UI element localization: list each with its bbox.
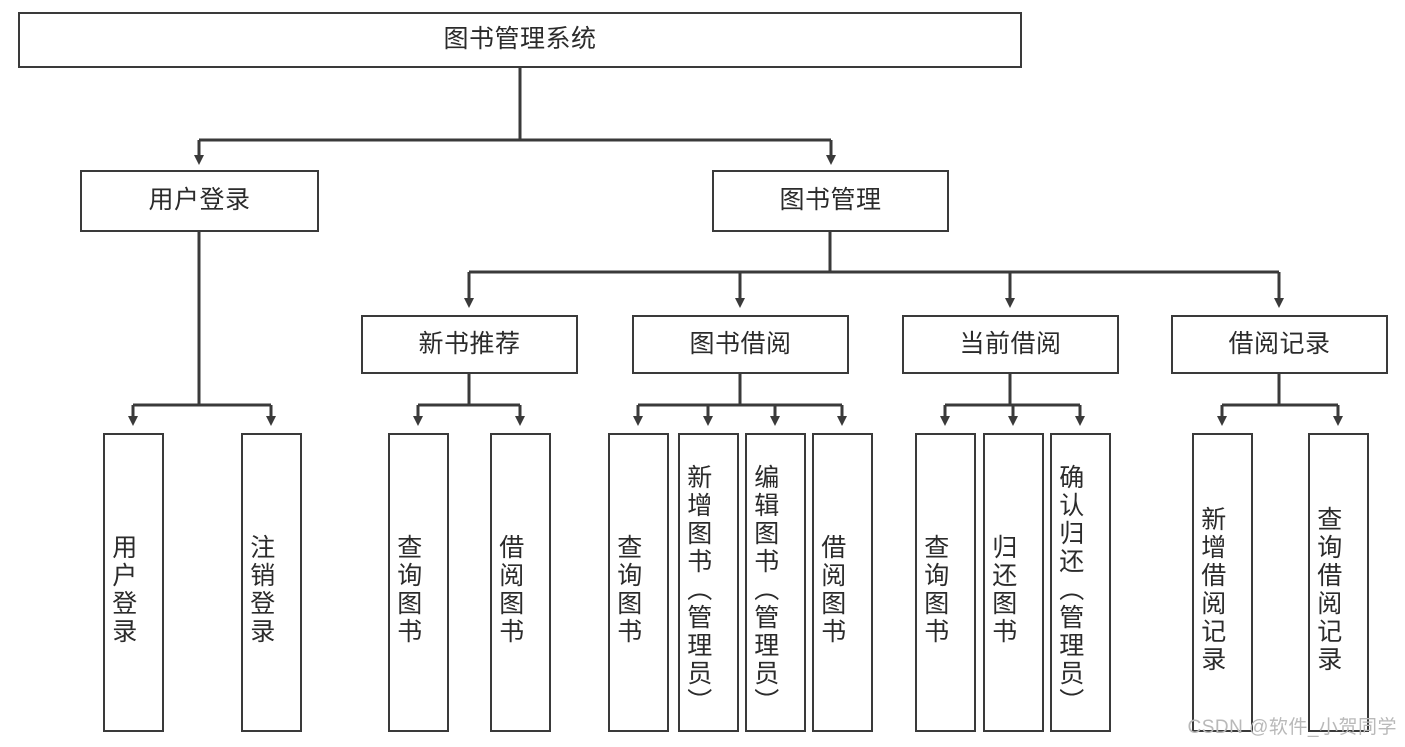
leaf-user-login[interactable]: 用户登录 xyxy=(103,433,164,732)
leaf-edit-book[interactable]: 编辑图书（管理员） xyxy=(745,433,806,732)
leaf-query-book-1[interactable]: 查询图书 xyxy=(388,433,449,732)
node-borrow-record[interactable]: 借阅记录 xyxy=(1171,315,1388,374)
leaf-borrow-book-1[interactable]: 借阅图书 xyxy=(490,433,551,732)
leaf-add-book[interactable]: 新增图书（管理员） xyxy=(678,433,739,732)
leaf-confirm-return-label: 确认归还（管理员） xyxy=(1055,463,1084,716)
node-root-label: 图书管理系统 xyxy=(443,25,597,54)
node-book-manage-label: 图书管理 xyxy=(779,186,882,215)
edges-userlogin-to-leaves xyxy=(128,232,276,426)
node-user-login[interactable]: 用户登录 xyxy=(80,170,319,232)
node-new-book-recommend[interactable]: 新书推荐 xyxy=(361,315,578,374)
node-user-login-label: 用户登录 xyxy=(148,186,251,215)
leaf-query-book-3[interactable]: 查询图书 xyxy=(915,433,976,732)
edges-root-to-level2 xyxy=(194,68,836,165)
leaf-add-record-label: 新增借阅记录 xyxy=(1197,505,1226,674)
node-current-borrow-label: 当前借阅 xyxy=(959,329,1062,358)
leaf-edit-book-label: 编辑图书（管理员） xyxy=(750,463,779,716)
leaf-query-book-1-label: 查询图书 xyxy=(393,533,422,646)
leaf-logout-login[interactable]: 注销登录 xyxy=(241,433,302,732)
leaf-query-record[interactable]: 查询借阅记录 xyxy=(1308,433,1369,732)
leaf-add-record[interactable]: 新增借阅记录 xyxy=(1192,433,1253,732)
node-root[interactable]: 图书管理系统 xyxy=(18,12,1022,68)
leaf-query-book-2[interactable]: 查询图书 xyxy=(608,433,669,732)
node-borrow-record-label: 借阅记录 xyxy=(1228,329,1331,358)
leaf-query-book-3-label: 查询图书 xyxy=(920,533,949,646)
leaf-query-record-label: 查询借阅记录 xyxy=(1313,505,1342,674)
leaf-add-book-label: 新增图书（管理员） xyxy=(683,463,712,716)
node-book-manage[interactable]: 图书管理 xyxy=(712,170,949,232)
node-current-borrow[interactable]: 当前借阅 xyxy=(902,315,1119,374)
leaf-user-login-label: 用户登录 xyxy=(108,533,137,646)
leaf-return-book-label: 归还图书 xyxy=(988,533,1017,646)
watermark-text: CSDN @软件_小贺同学 xyxy=(1187,717,1397,738)
edges-bookmanage-to-level3 xyxy=(464,232,1284,308)
edges-bookborrow-to-leaves xyxy=(633,374,847,426)
leaf-borrow-book-2[interactable]: 借阅图书 xyxy=(812,433,873,732)
edges-newbook-to-leaves xyxy=(413,374,525,426)
node-book-borrow[interactable]: 图书借阅 xyxy=(632,315,849,374)
edges-currentborrow-to-leaves xyxy=(940,374,1085,426)
leaf-query-book-2-label: 查询图书 xyxy=(613,533,642,646)
leaf-return-book[interactable]: 归还图书 xyxy=(983,433,1044,732)
edges-borrowrecord-to-leaves xyxy=(1217,374,1343,426)
leaf-logout-login-label: 注销登录 xyxy=(246,533,275,646)
node-book-borrow-label: 图书借阅 xyxy=(689,329,792,358)
leaf-borrow-book-2-label: 借阅图书 xyxy=(817,533,846,646)
node-new-book-recommend-label: 新书推荐 xyxy=(418,329,521,358)
leaf-borrow-book-1-label: 借阅图书 xyxy=(495,533,524,646)
leaf-confirm-return[interactable]: 确认归还（管理员） xyxy=(1050,433,1111,732)
